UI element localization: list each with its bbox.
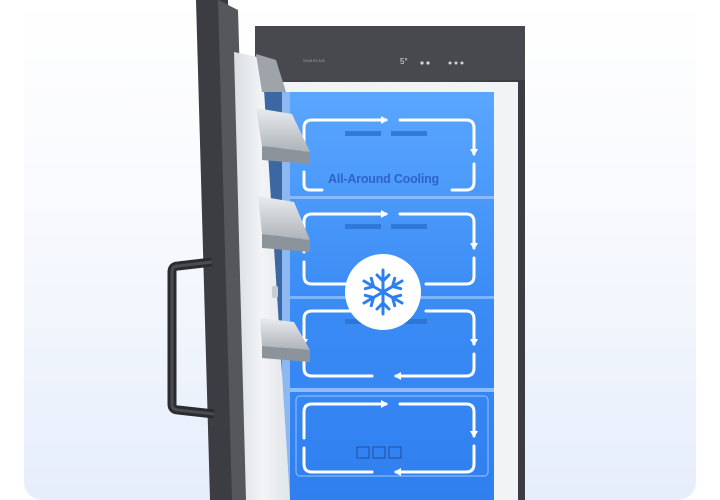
cooling-label: All-Around Cooling <box>328 172 439 186</box>
fridge-door <box>196 0 310 500</box>
door-bin <box>258 196 310 252</box>
snowflake-icon <box>345 254 421 330</box>
door-handle <box>167 257 215 419</box>
airflow-arrows <box>300 116 478 476</box>
door-bin <box>260 318 310 362</box>
brand-logo: SAMSUNG <box>303 58 326 63</box>
door-bin <box>256 108 310 164</box>
temperature-display: 5° <box>400 57 408 66</box>
control-panel <box>420 61 464 65</box>
